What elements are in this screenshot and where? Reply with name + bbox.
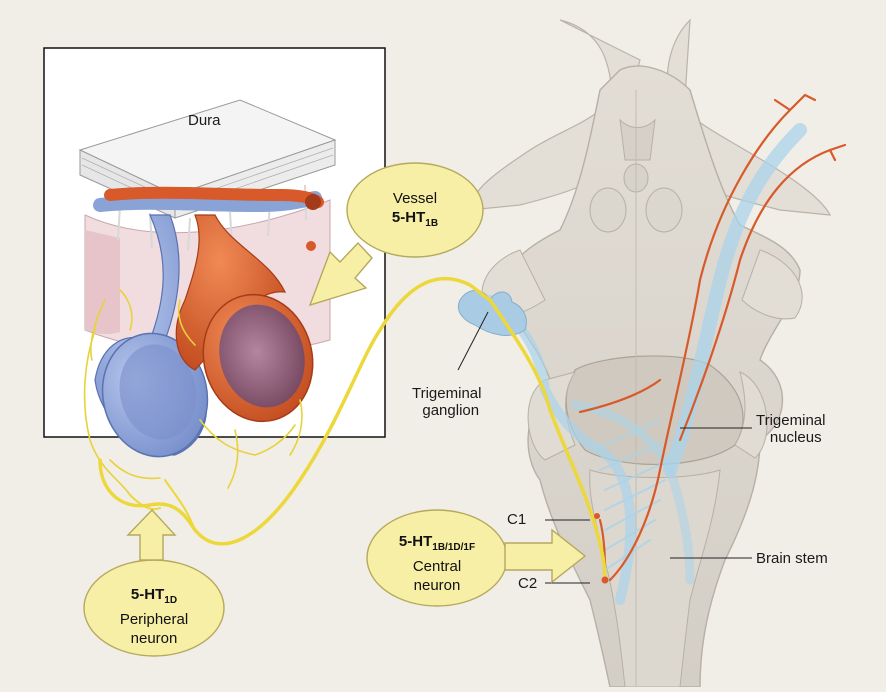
- trigeminal-nucleus-label: Trigeminal nucleus: [756, 412, 825, 446]
- peripheral-receptor-base: 5-HT: [130, 586, 165, 603]
- peripheral-bubble-text: 5-HT1D Peripheral neuron: [94, 585, 214, 648]
- vessel-arrow: [308, 241, 373, 307]
- central-bubble-line3: neuron: [413, 577, 461, 594]
- trigeminal-ganglion-line1: Trigeminal: [412, 385, 482, 402]
- central-receptor: 5-HT1B/1D/1F: [372, 532, 502, 557]
- peripheral-receptor: 5-HT1D: [94, 585, 214, 610]
- central-receptor-base: 5-HT: [398, 533, 433, 550]
- peripheral-arrow: [126, 508, 177, 561]
- central-arrow: [504, 528, 587, 584]
- c1-label: C1: [507, 511, 527, 528]
- c2-label: C2: [518, 575, 538, 592]
- vessel-receptor-sub: 1B: [425, 218, 439, 229]
- central-receptor-sub: 1B/1D/1F: [432, 542, 476, 553]
- leader-lines: [457, 311, 752, 584]
- peripheral-bubble-line2: Peripheral: [119, 611, 189, 628]
- trigeminal-nucleus-line2: nucleus: [769, 429, 822, 446]
- trigeminal-ganglion-label: Trigeminal ganglion: [412, 385, 481, 419]
- peripheral-bubble-line3: neuron: [130, 630, 178, 647]
- trigeminal-ganglion-line2: ganglion: [422, 402, 480, 419]
- central-neuron-path: [488, 298, 607, 582]
- vessel-receptor: 5-HT1B: [365, 208, 465, 233]
- brain-arteries: [578, 93, 847, 582]
- brain-stem-label: Brain stem: [756, 550, 828, 567]
- vessel-bubble: [346, 162, 484, 258]
- dura-inset: [43, 47, 386, 496]
- central-bubble-line2: Central: [412, 558, 462, 575]
- peripheral-neuron-path: [98, 276, 492, 546]
- brain-stem-illustration: [469, 18, 832, 688]
- trigeminal-nucleus-line1: Trigeminal: [756, 412, 826, 429]
- dura-label: Dura: [188, 112, 221, 129]
- central-bubble-text: 5-HT1B/1D/1F Central neuron: [372, 532, 502, 595]
- trigeminal-pathway: [485, 123, 807, 605]
- vessel-bubble-text: Vessel 5-HT1B: [365, 189, 465, 233]
- peripheral-receptor-sub: 1D: [164, 595, 178, 606]
- vessel-bubble-title: Vessel: [392, 190, 438, 207]
- vessel-receptor-base: 5-HT: [391, 209, 426, 226]
